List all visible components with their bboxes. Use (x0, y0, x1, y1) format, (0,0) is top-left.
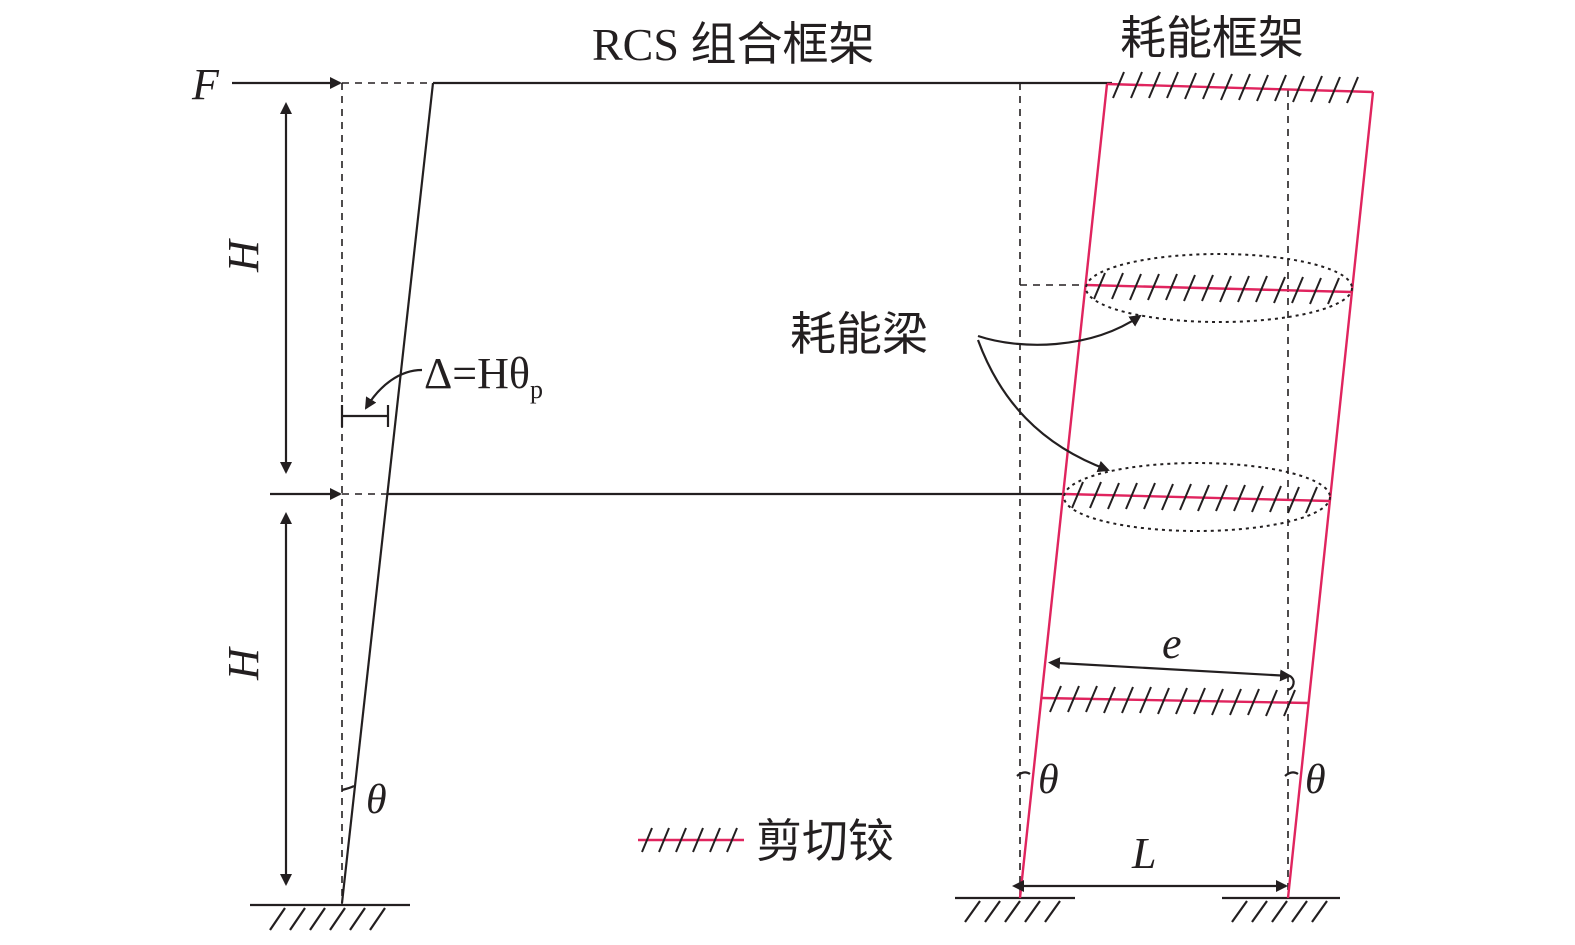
fixed-support-right (1222, 896, 1340, 923)
energy-frame-title: 耗能框架 (1120, 13, 1304, 64)
fixed-support-left (250, 903, 410, 931)
link-beam-top (1106, 82, 1374, 94)
link-beam-middle (1063, 492, 1331, 503)
height-label-lower: H (219, 646, 268, 681)
height-label-upper: H (219, 238, 268, 273)
shear-hinge-lower (1049, 685, 1296, 717)
theta-label-left: θ (366, 777, 387, 823)
drift-marker (340, 368, 423, 427)
rcs-frame-title: RCS 组合框架 (592, 19, 874, 70)
theta-arc-mid (1016, 771, 1031, 777)
drift-formula-label: Δ=Hθp (424, 349, 543, 404)
link-length-dimension (1048, 657, 1292, 682)
legend-shear-hinge-label: 剪切铰 (756, 816, 894, 867)
theta-arc-left (341, 785, 355, 792)
bay-width-label: L (1131, 829, 1156, 878)
link-length-label: e (1162, 619, 1182, 668)
shear-hinge-middle (1071, 481, 1318, 514)
link-beam-callout-upper (977, 314, 1142, 346)
force-label: F (191, 60, 220, 109)
link-length-tick (1287, 675, 1295, 692)
energy-frame-left-column (1018, 83, 1109, 899)
link-beam-lower (1041, 696, 1310, 705)
legend-shear-hinge-symbol (638, 827, 744, 853)
link-beam-callout-middle (976, 339, 1110, 473)
shear-hinge-upper (1093, 272, 1340, 305)
theta-label-mid: θ (1038, 757, 1059, 803)
shear-hinge-top (1112, 71, 1359, 104)
link-beam-highlight-middle (1063, 462, 1331, 532)
rcs-column (340, 82, 435, 904)
link-beam-upper (1085, 283, 1353, 294)
link-beam-highlight-upper (1085, 253, 1353, 323)
link-beam-label: 耗能梁 (790, 309, 928, 360)
fixed-support-mid (955, 896, 1075, 923)
theta-arc-right (1284, 771, 1299, 777)
theta-label-right: θ (1305, 757, 1326, 803)
